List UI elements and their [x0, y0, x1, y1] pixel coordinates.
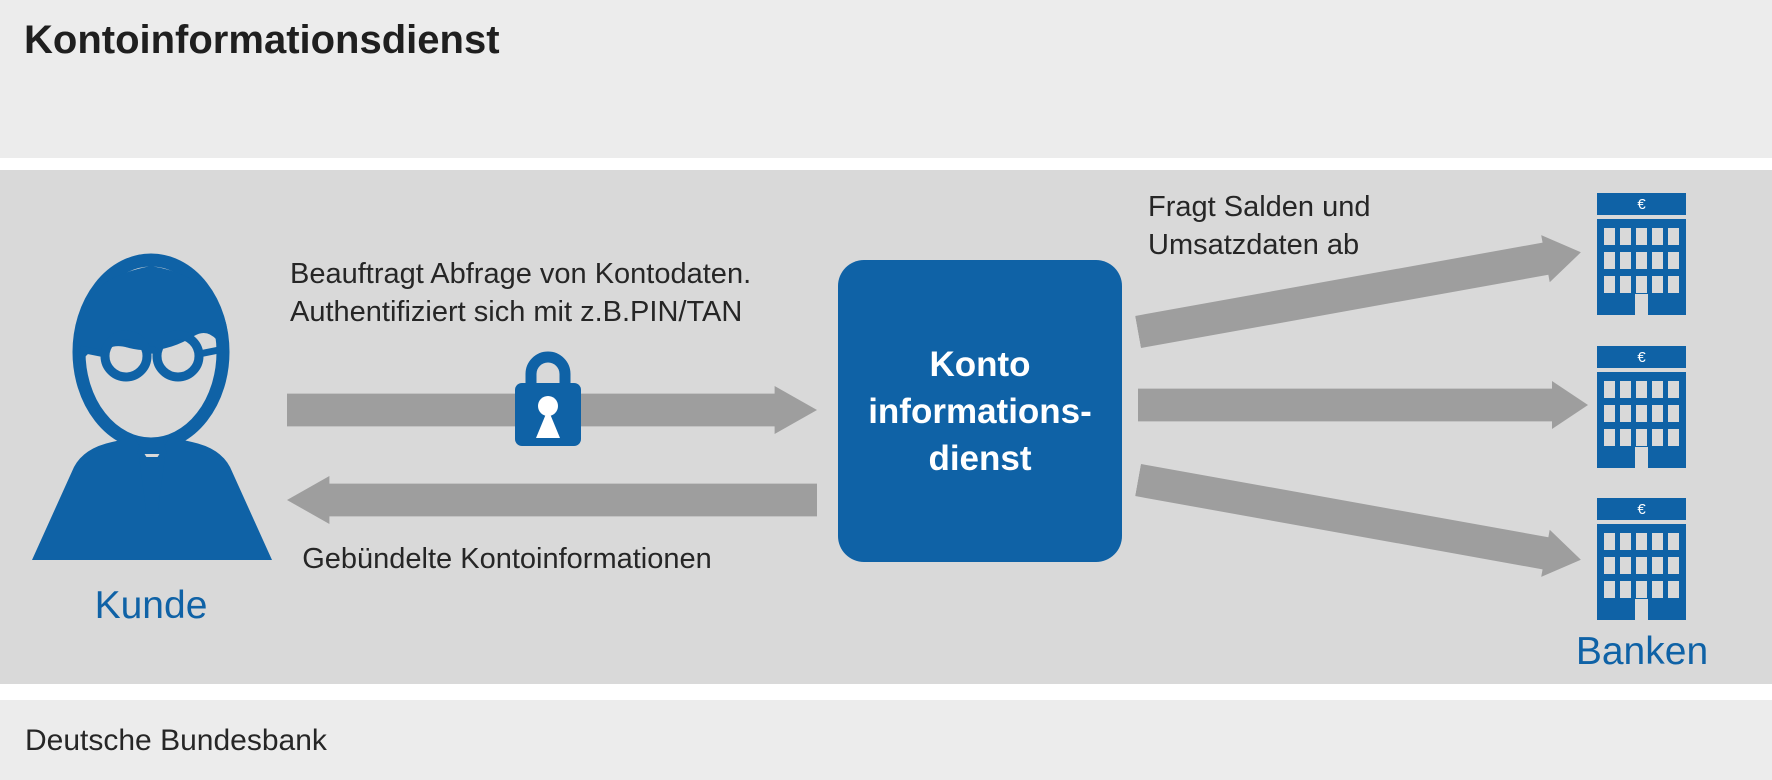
bank-icon: € — [1597, 498, 1686, 620]
service-label-line3: dienst — [928, 438, 1032, 478]
bank-icon: € — [1597, 346, 1686, 468]
bank-windows — [1604, 533, 1679, 598]
service-label-line2: informations- — [868, 391, 1092, 431]
bank-windows — [1604, 228, 1679, 293]
request-annotation-line2: Authentifiziert sich mit z.B.PIN/TAN — [290, 296, 743, 328]
bank-windows — [1604, 381, 1679, 446]
bank-query-annotation-line2: Umsatzdaten ab — [1148, 229, 1360, 261]
bank-arrow-middle — [1138, 381, 1588, 429]
response-annotation: Gebündelte Kontoinformationen — [302, 543, 712, 575]
response-arrow — [287, 476, 817, 524]
euro-sign: € — [1597, 193, 1686, 215]
person-icon — [32, 253, 272, 560]
request-annotation-line1: Beauftragt Abfrage von Kontodaten. — [290, 258, 752, 290]
banks-label: Banken — [1575, 630, 1709, 673]
header-band — [0, 0, 1772, 158]
bank-icon: € — [1597, 193, 1686, 315]
source-label: Deutsche Bundesbank — [25, 724, 327, 757]
bank-query-annotation: Fragt Salden und Umsatzdaten ab — [1148, 188, 1370, 264]
bank-door — [1635, 294, 1648, 315]
footer-band — [0, 700, 1772, 780]
service-label-line1: Konto — [929, 344, 1031, 384]
bank-query-annotation-line1: Fragt Salden und — [1148, 191, 1371, 223]
bank-door — [1635, 599, 1648, 620]
euro-sign: € — [1597, 346, 1686, 368]
euro-sign: € — [1597, 498, 1686, 520]
bank-building — [1597, 219, 1686, 315]
customer-label: Kunde — [94, 584, 208, 627]
request-annotation: Beauftragt Abfrage von Kontodaten. Authe… — [290, 255, 751, 331]
service-box: Konto informations- dienst — [838, 260, 1122, 562]
lock-icon — [515, 351, 581, 446]
bank-building — [1597, 524, 1686, 620]
bank-building — [1597, 372, 1686, 468]
bank-door — [1635, 447, 1648, 468]
page-title: Kontoinformationsdienst — [24, 18, 500, 62]
